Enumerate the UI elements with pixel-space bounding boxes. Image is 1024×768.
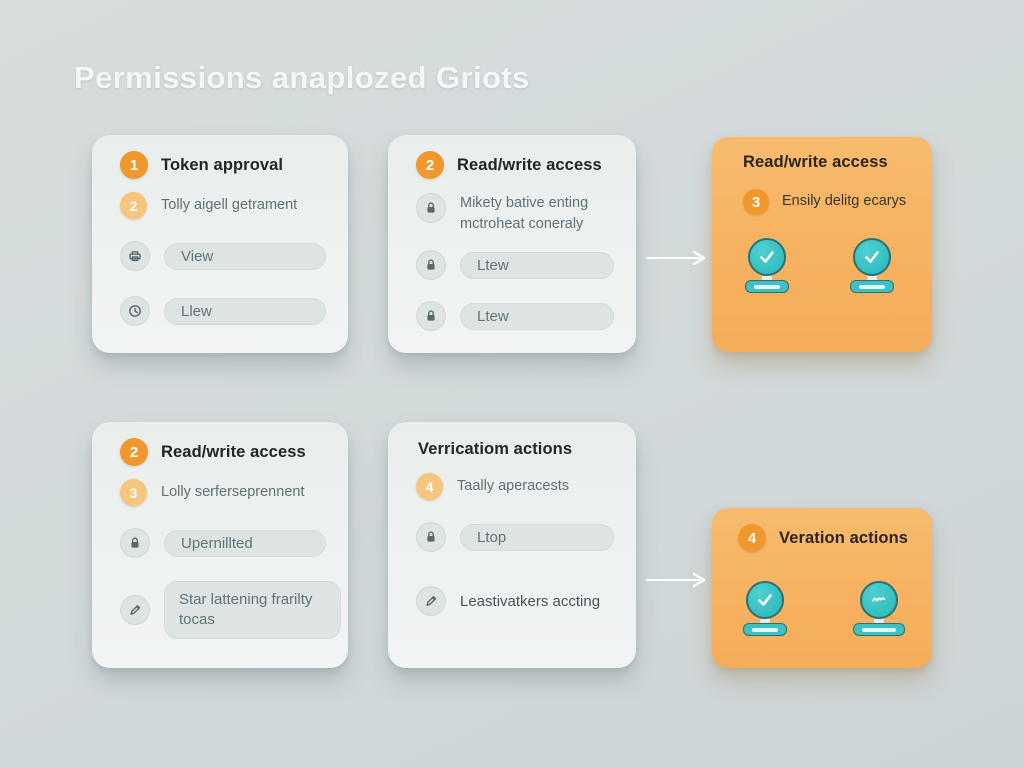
card-subrow: 4 Taally aperacests — [416, 473, 614, 500]
device-zone — [712, 137, 932, 352]
permission-row: Ltew — [416, 301, 614, 332]
card-title: Token approval — [161, 155, 284, 174]
clock-icon — [120, 296, 150, 326]
arrow-right-icon — [646, 250, 706, 266]
card-title: Read/write access — [457, 155, 602, 174]
permission-row: Ltew — [416, 250, 614, 281]
card-veration-orange: 4 Veration actions — [712, 508, 932, 668]
substep-badge: 4 — [416, 473, 443, 500]
permission-row: View — [120, 241, 326, 271]
permission-row: Llew — [120, 296, 326, 326]
card-subrow: 2 Tolly aigell getrament — [120, 192, 326, 219]
substep-badge: 2 — [120, 192, 147, 219]
permission-pill: Ltew — [460, 251, 614, 279]
arrow-right-icon — [646, 572, 706, 588]
card-header: 1 Token approval — [120, 151, 326, 179]
substep-label: Ensily delitg ecarys — [782, 193, 907, 210]
card-readwrite-orange: Read/write access 3 Ensily delitg ecarys — [712, 137, 932, 352]
card-verification: Verricatiom actions 4 Taally aperacests … — [388, 422, 636, 668]
card-header: 2 Read/write access — [416, 151, 614, 179]
step-badge: 2 — [416, 151, 444, 179]
card-title: Read/write access — [743, 153, 888, 171]
lock-icon — [120, 528, 150, 558]
permission-row: Leastivatkers accting — [416, 586, 614, 616]
lock-icon — [416, 522, 446, 552]
permission-pill: Ltop — [460, 523, 614, 551]
step-badge: 2 — [120, 438, 148, 466]
check-icon — [746, 581, 784, 619]
lock-icon — [416, 250, 446, 281]
card-token-approval: 1 Token approval 2 Tolly aigell getramen… — [92, 135, 348, 353]
permission-row: Star lattening frarilty tocas — [120, 581, 341, 639]
approved-device — [846, 238, 898, 293]
card-header: 4 Veration actions — [738, 524, 914, 552]
card-title: Veration actions — [779, 528, 909, 547]
permission-pill: Llew — [164, 297, 326, 325]
step-badge: 4 — [738, 524, 766, 552]
check-icon — [748, 238, 786, 276]
substep-label: Taally aperacests — [457, 477, 570, 494]
permission-row: Ltop — [416, 522, 614, 552]
substep-label: Tolly aigell getrament — [161, 196, 298, 213]
device-base — [853, 623, 905, 636]
substep-label: Lolly serferseprennent — [161, 483, 305, 500]
card-header: 2 Read/write access — [120, 438, 326, 466]
permission-label: Leastivatkers accting — [460, 592, 601, 610]
device-base — [850, 280, 894, 293]
lock-icon — [416, 193, 446, 223]
permission-pill: View — [164, 242, 326, 270]
card-readwrite-top: 2 Read/write access Mikety bative enting… — [388, 135, 636, 353]
pencil-icon — [120, 595, 150, 625]
card-subrow: 3 Lolly serferseprennent — [120, 479, 326, 506]
printer-icon — [120, 241, 150, 271]
scribble-icon — [860, 581, 898, 619]
approved-device — [741, 238, 793, 293]
permission-pill: Star lattening frarilty tocas — [164, 581, 341, 639]
permission-pill: Ltew — [460, 302, 614, 330]
approved-device — [739, 581, 791, 636]
device-base — [743, 623, 787, 636]
permission-pill: Upernillted — [164, 529, 326, 557]
lock-icon — [416, 301, 446, 332]
card-note: Mikety bative enting mctroheat coneraly — [460, 195, 589, 233]
check-icon — [853, 238, 891, 276]
substep-badge: 3 — [743, 189, 769, 215]
card-note-row: Mikety bative enting mctroheat coneraly — [416, 193, 614, 235]
device-zone — [712, 508, 932, 668]
permission-row: Upernillted — [120, 528, 326, 558]
card-title: Verricatiom actions — [418, 440, 573, 458]
page-title: Permissions anaplozed Griots — [74, 60, 530, 95]
device-base — [745, 280, 789, 293]
substep-badge: 3 — [120, 479, 147, 506]
card-title: Read/write access — [161, 442, 306, 461]
verified-device — [853, 581, 905, 636]
card-readwrite-bottom: 2 Read/write access 3 Lolly serfersepren… — [92, 422, 348, 668]
pencil-icon — [416, 586, 446, 616]
step-badge: 1 — [120, 151, 148, 179]
card-subrow: 3 Ensily delitg ecarys — [743, 189, 914, 215]
